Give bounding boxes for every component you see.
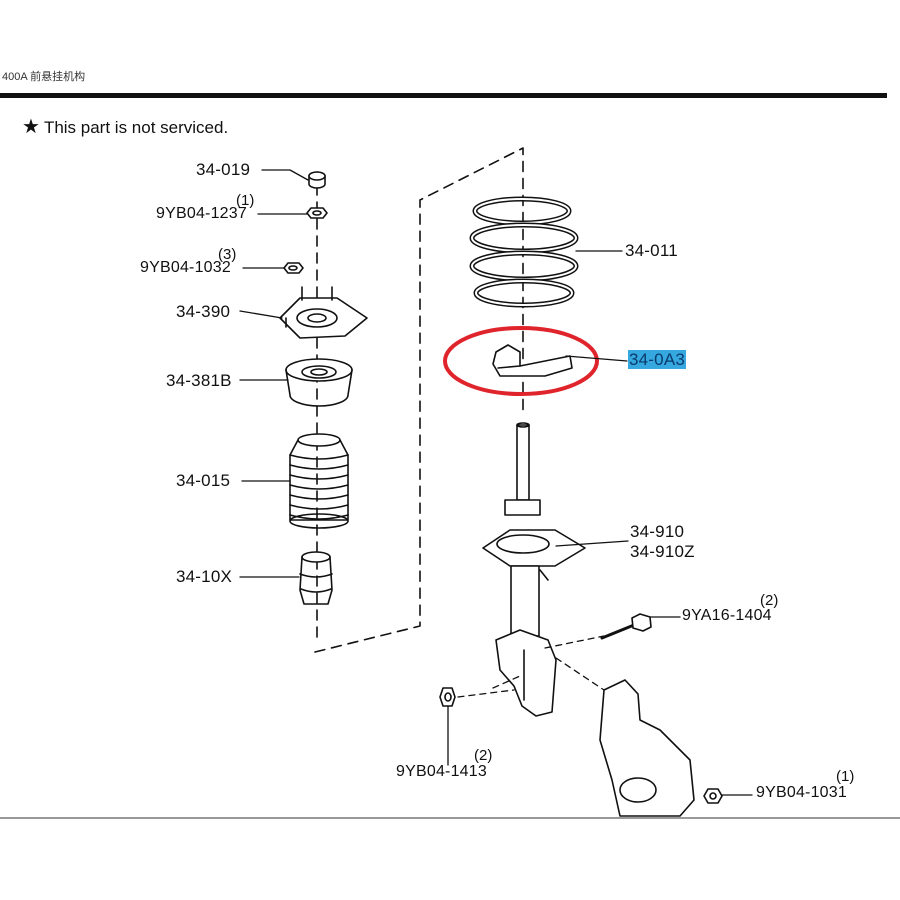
cap-34-019	[308, 171, 326, 189]
label-34-015: 34-015	[176, 471, 231, 490]
label-34-011: 34-011	[625, 241, 678, 260]
qty-9YB04-1031: (1)	[836, 768, 855, 785]
bottom-rule	[0, 817, 900, 819]
label-34-910: 34-910	[630, 522, 685, 541]
leader-lines	[239, 169, 753, 796]
qty-9YB04-1237: (1)	[236, 192, 255, 209]
label-9YA16-1404: 9YA16-1404	[682, 607, 772, 624]
star-icon: ★	[22, 116, 40, 138]
highlight-ellipse	[443, 326, 599, 396]
strut-34-910	[482, 422, 586, 717]
label-34-019: 34-019	[196, 160, 251, 179]
assembly-dashed-outline	[314, 147, 524, 653]
qty-9YA16-1404: (2)	[760, 592, 779, 609]
label-34-390: 34-390	[176, 302, 231, 321]
page-header-text: 400A 前悬挂机构	[2, 71, 86, 83]
label-34-381B: 34-381B	[166, 371, 232, 390]
bolt-9YA16-1404	[600, 613, 652, 640]
label-9YB04-1032: 9YB04-1032	[140, 259, 231, 276]
bearing-34-381B	[285, 358, 353, 407]
nut-9YB04-1031	[703, 788, 723, 804]
header-rule	[0, 93, 887, 98]
nut-9YB04-1032	[283, 262, 304, 274]
mount-34-390	[279, 286, 368, 339]
qty-9YB04-1032: (3)	[218, 246, 237, 263]
label-34-910Z: 34-910Z	[630, 542, 695, 561]
spring-seat-34-0A3	[492, 344, 573, 377]
not-serviced-note: ★This part is not serviced.	[22, 114, 228, 139]
label-34-10X: 34-10X	[176, 567, 233, 586]
nut-9YB04-1237	[306, 207, 328, 219]
label-9YB04-1031: 9YB04-1031	[756, 784, 847, 801]
coil-spring-34-011	[469, 196, 579, 308]
nut-9YB04-1413	[439, 687, 456, 707]
label-9YB04-1237: 9YB04-1237	[156, 205, 247, 222]
dashed-links	[457, 635, 605, 698]
label-34-0A3: 34-0A3	[628, 350, 687, 370]
label-34-0A3-text: 34-0A3	[628, 350, 687, 369]
qty-9YB04-1413: (2)	[474, 747, 493, 764]
note-text: This part is not serviced.	[43, 118, 229, 137]
knuckle	[599, 679, 695, 817]
bump-stop-34-10X	[299, 551, 333, 605]
boot-34-015	[289, 433, 349, 529]
label-9YB04-1413: 9YB04-1413	[396, 763, 487, 780]
